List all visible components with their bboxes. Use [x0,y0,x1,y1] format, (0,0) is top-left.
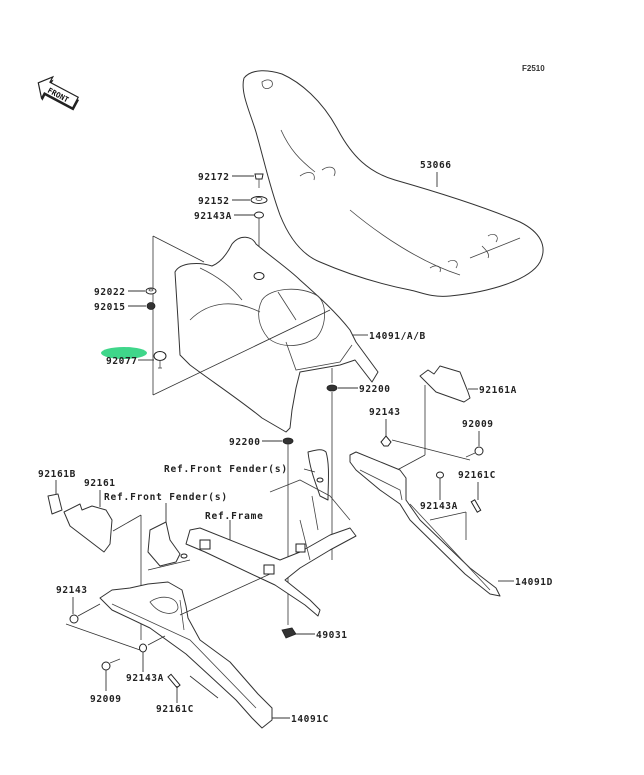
label-92143A-top[interactable]: 92143A [194,211,232,222]
part-strip-92161C-right[interactable] [470,499,482,513]
label-ref-frame[interactable]: Ref.Frame [205,511,264,522]
label-92143A-right[interactable]: 92143A [420,501,458,512]
part-clip-49031[interactable] [281,627,297,639]
part-pad-92161[interactable] [63,503,113,553]
part-clip-92077[interactable] [153,351,167,369]
part-collar-92143A-top[interactable] [254,211,264,219]
label-14091AB[interactable]: 14091/A/B [369,331,426,342]
part-bolt-92009-left[interactable] [101,658,121,671]
part-pad-92161A[interactable] [419,365,471,403]
label-14091C[interactable]: 14091C [291,714,329,725]
label-92009-left[interactable]: 92009 [90,694,122,705]
part-washer-92022[interactable] [145,287,157,295]
part-grommet-92200-lower[interactable] [282,437,294,445]
part-seat-53066[interactable] [242,70,544,297]
part-side-panel-14091D[interactable] [349,451,501,597]
ref-front-fender-right-piece[interactable] [307,449,329,501]
label-53066[interactable]: 53066 [420,160,452,171]
label-14091D[interactable]: 14091D [515,577,553,588]
label-ref-front-fender-left[interactable]: Ref.Front Fender(s) [104,492,228,503]
label-92077[interactable]: 92077 [106,356,138,367]
part-collar-92143-left[interactable] [69,614,79,624]
part-side-panel-14091C[interactable] [99,581,273,729]
part-bolt-92009-right[interactable] [465,446,484,458]
label-92161C-right[interactable]: 92161C [458,470,496,481]
figure-code: F2510 [522,64,545,73]
highlight-marker [101,347,147,359]
part-side-cover-14091AB[interactable] [174,236,379,433]
part-washer-92152[interactable] [250,196,268,204]
ref-front-fender-left-piece[interactable] [147,521,188,567]
label-92143-right[interactable]: 92143 [369,407,401,418]
label-92022[interactable]: 92022 [94,287,126,298]
part-collar-92143A-right[interactable] [436,471,444,479]
label-92161[interactable]: 92161 [84,478,116,489]
part-bolt-92172[interactable] [254,173,264,188]
label-92161A[interactable]: 92161A [479,385,517,396]
label-92009-right[interactable]: 92009 [462,419,494,430]
label-92200-upper[interactable]: 92200 [359,384,391,395]
label-92200-lower[interactable]: 92200 [229,437,261,448]
label-92161B[interactable]: 92161B [38,469,76,480]
part-strip-92161C-left[interactable] [167,673,181,689]
label-92143A-left[interactable]: 92143A [126,673,164,684]
part-nut-92015[interactable] [146,302,156,310]
part-collar-92143A-left[interactable] [139,643,147,653]
label-92143-left[interactable]: 92143 [56,585,88,596]
label-92161C-left[interactable]: 92161C [156,704,194,715]
ref-frame[interactable] [185,479,357,617]
label-92172[interactable]: 92172 [198,172,230,183]
label-49031[interactable]: 49031 [316,630,348,641]
front-arrow-icon: FRONT [37,75,80,111]
label-92152[interactable]: 92152 [198,196,230,207]
label-92015[interactable]: 92015 [94,302,126,313]
part-collar-92143-right[interactable] [380,435,392,447]
part-grommet-92200-upper[interactable] [326,384,338,392]
label-ref-front-fender-right[interactable]: Ref.Front Fender(s) [164,464,288,475]
part-pad-92161B[interactable] [47,493,63,515]
